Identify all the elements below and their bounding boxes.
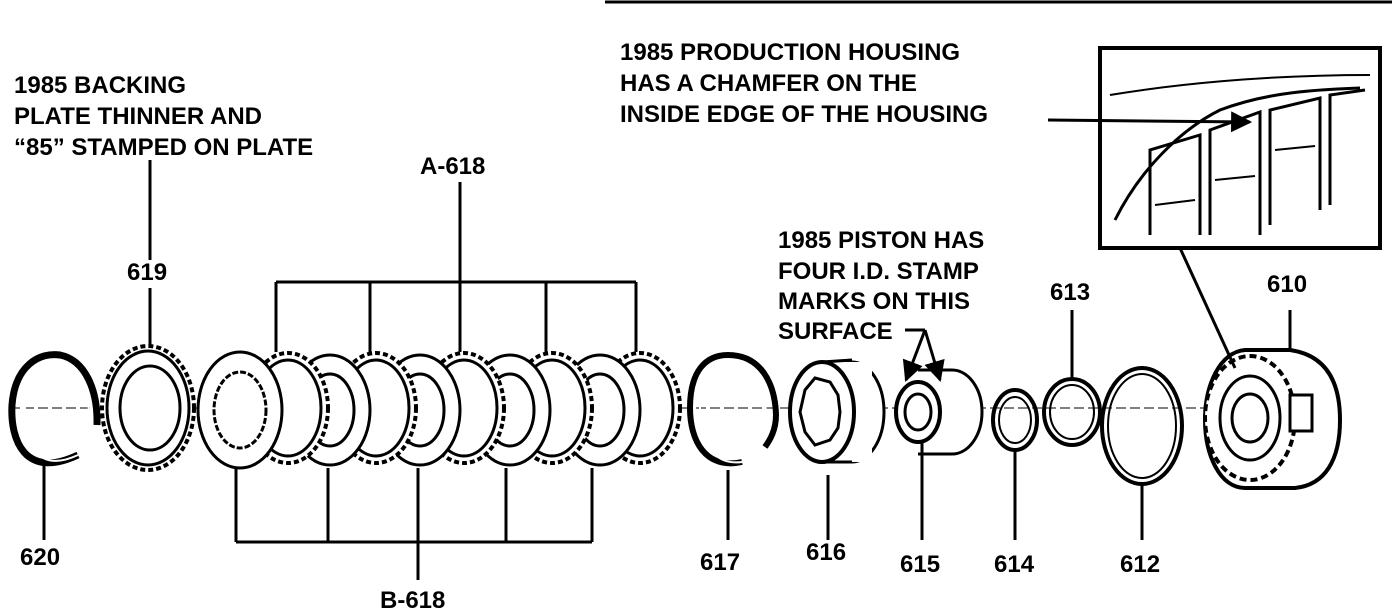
housing-note-line-1: 1985 PRODUCTION HOUSING [620,39,960,66]
housing-detail-inset [1098,46,1382,369]
callout-617: 617 [700,549,740,576]
piston-note: 1985 PISTON HAS FOUR I.D. STAMP MARKS ON… [778,227,984,345]
spring-retainer-616 [788,358,886,540]
bracket-b618 [234,468,594,580]
housing-note-line-2: HAS A CHAMFER ON THE [620,70,917,97]
callout-613: 613 [1050,279,1090,306]
callout-610: 610 [1267,271,1307,298]
piston-note-line-2: FOUR I.D. STAMP [778,258,979,285]
snap-ring-617 [686,351,780,540]
piston-stamp-arrows [902,328,945,383]
housing-note-line-3: INSIDE EDGE OF THE HOUSING [620,101,988,128]
piston-note-line-1: 1985 PISTON HAS [778,227,984,254]
callout-a618: A-618 [420,153,485,180]
backing-plate-note-line-3: “85” STAMPED ON PLATE [14,134,313,161]
callout-614: 614 [994,551,1035,578]
backing-plate-note-line-2: PLATE THINNER AND [14,103,262,130]
housing-chamfer-arrow [1047,111,1253,133]
piston-note-line-3: MARKS ON THIS [778,288,970,315]
clutch-plate-stack-618 [196,182,682,580]
seal-613 [1042,310,1102,447]
housing-note: 1985 PRODUCTION HOUSING HAS A CHAMFER ON… [620,39,988,128]
callout-619: 619 [127,259,167,286]
backing-plate-619 [100,160,196,472]
housing-610 [1202,310,1343,490]
callout-612: 612 [1120,551,1160,578]
bracket-a618 [274,182,638,352]
snap-ring-620 [8,351,101,540]
piston-615 [894,368,984,540]
seal-612 [1100,366,1184,540]
callout-620: 620 [20,544,60,571]
callout-615: 615 [900,551,940,578]
seal-614 [991,388,1039,540]
piston-note-line-4: SURFACE [778,318,893,345]
callout-616: 616 [806,539,846,566]
backing-plate-note: 1985 BACKING PLATE THINNER AND “85” STAM… [14,72,313,161]
callout-b618: B-618 [380,587,445,612]
backing-plate-note-line-1: 1985 BACKING [14,72,186,99]
